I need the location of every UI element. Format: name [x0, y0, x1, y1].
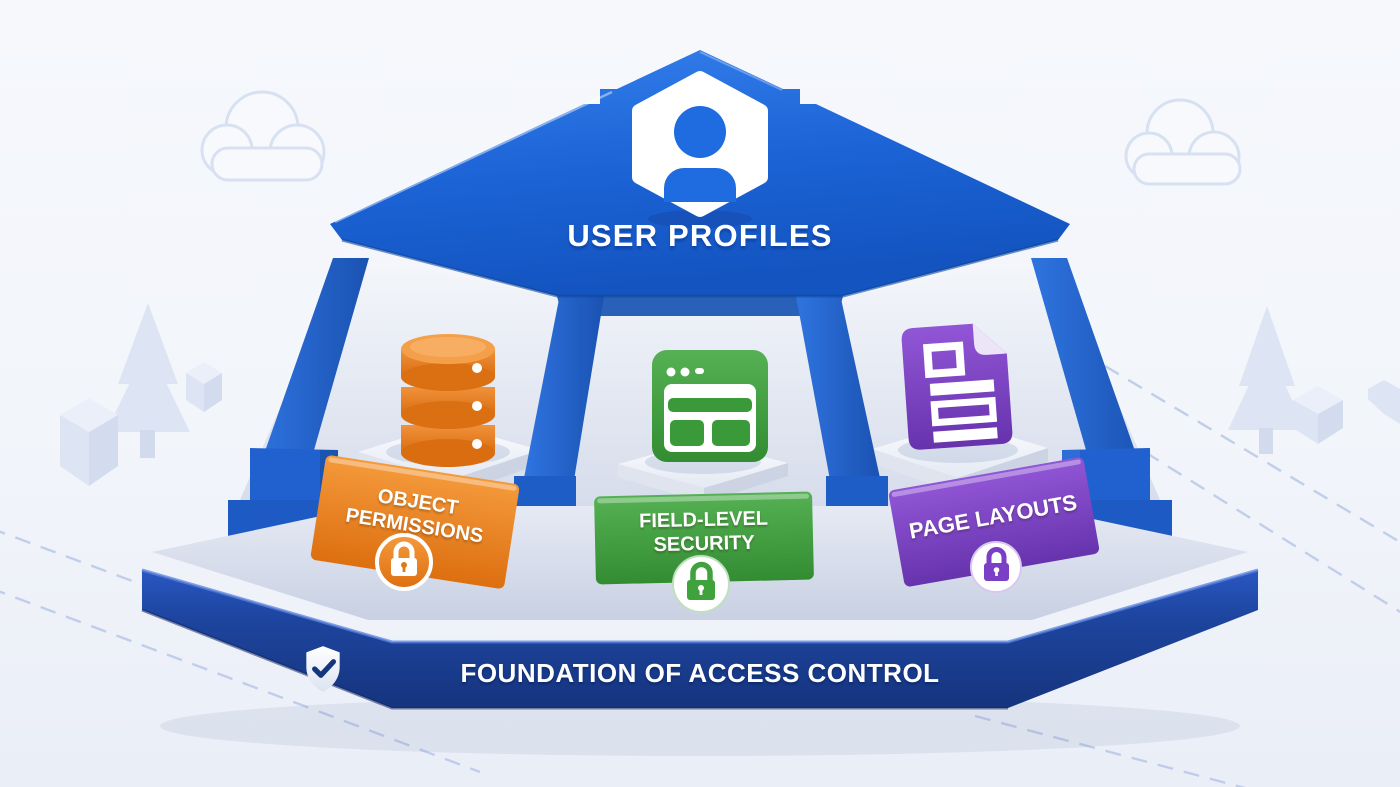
panel-page-layouts [888, 457, 1100, 587]
panel-line: SECURITY [653, 531, 755, 557]
panel-line: PAGE LAYOUTS [907, 489, 1079, 544]
roof-title-text: USER PROFILES [567, 218, 833, 253]
database-icon [401, 334, 495, 467]
foundation-plinth [141, 568, 1259, 710]
lock-badge-purple [970, 541, 1022, 593]
panel-line: FIELD-LEVEL [638, 507, 769, 533]
lock-icon [391, 541, 417, 576]
roof-title: USER PROFILES [450, 214, 950, 258]
ground-shadow [160, 696, 1240, 756]
roof-underside-shadow [557, 296, 843, 316]
foundation-label: FOUNDATION OF ACCESS CONTROL [460, 657, 940, 688]
lock-badge-orange [375, 533, 433, 591]
panel-label-field-level-security: FIELD-LEVEL SECURITY [594, 492, 814, 585]
lock-icon [984, 547, 1009, 581]
user-icon [664, 106, 736, 202]
tree-left-icon [106, 303, 190, 458]
form-window-icon [652, 350, 768, 462]
tree-right-icon [1228, 306, 1306, 454]
panel-field-level-security [594, 491, 814, 585]
shield-check-icon [306, 646, 340, 692]
lock-badge-green [672, 555, 730, 613]
lock-icon [687, 561, 715, 600]
cloud-left-icon [200, 90, 326, 182]
iso-cube-icons [60, 362, 1400, 486]
panel-object-permissions [310, 455, 520, 589]
foundation-banner: FOUNDATION OF ACCESS CONTROL [300, 644, 1100, 702]
document-icon [901, 323, 1013, 450]
cloud-right-icon [1124, 98, 1242, 186]
user-badge [632, 71, 768, 228]
